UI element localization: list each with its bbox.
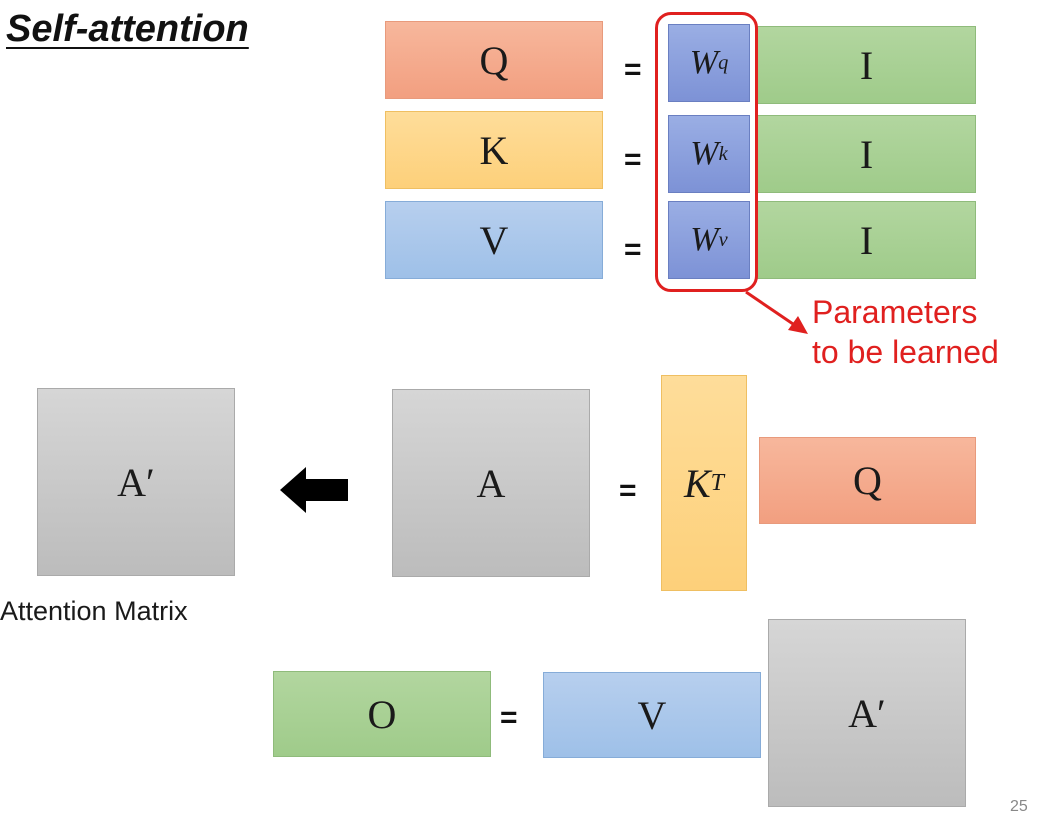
equals-sign-output: = [500, 701, 518, 734]
input-label-q: I [859, 42, 874, 88]
k-transpose-superscript: T [710, 469, 725, 496]
query-label-attention: Q [853, 458, 882, 503]
input-matrix-q: I [757, 26, 976, 104]
equals-sign-attention: = [619, 474, 637, 507]
callout-arrow-icon [745, 290, 808, 334]
key-matrix: K [385, 111, 603, 189]
input-label-k: I [859, 131, 874, 177]
callout-line-2: to be learned [812, 334, 999, 370]
weight-k-superscript: k [718, 142, 728, 165]
value-label: V [479, 217, 509, 263]
weight-q-superscript: q [718, 51, 729, 74]
input-label-v: I [859, 217, 874, 263]
output-label: O [367, 691, 397, 737]
attention-matrix-output: A′ [768, 619, 966, 807]
value-matrix-output: V [543, 672, 761, 758]
input-matrix-v: I [757, 201, 976, 279]
page-number: 25 [1010, 798, 1028, 815]
query-label: Q [479, 37, 509, 83]
parameters-callout: Parameters to be learned [812, 292, 1059, 372]
a-prime-label: A′ [117, 459, 155, 505]
weight-k-label: W [690, 135, 719, 172]
equals-sign-k: = [624, 143, 642, 176]
equals-sign-q: = [624, 53, 642, 86]
key-label: K [479, 127, 509, 173]
value-label-output: V [637, 692, 667, 738]
query-matrix-attention: Q [759, 437, 976, 524]
weight-v-superscript: v [718, 228, 728, 251]
query-matrix: Q [385, 21, 603, 99]
a-label: A [476, 460, 506, 506]
attention-matrix-caption: Attention Matrix [0, 596, 188, 626]
page-title: Self-attention [6, 8, 249, 50]
left-arrow-icon [280, 467, 348, 513]
a-prime-label-output: A′ [848, 690, 886, 736]
k-transpose-label: K [683, 460, 711, 506]
weight-v-label: W [690, 221, 719, 258]
output-matrix: O [273, 671, 491, 757]
attention-matrix: A [392, 389, 590, 577]
equals-sign-v: = [624, 233, 642, 266]
value-matrix: V [385, 201, 603, 279]
callout-line-1: Parameters [812, 294, 978, 330]
normalized-attention-matrix: A′ [37, 388, 235, 576]
input-matrix-k: I [757, 115, 976, 193]
parameters-highlight-box [655, 12, 758, 292]
weight-q-label: W [689, 44, 719, 81]
